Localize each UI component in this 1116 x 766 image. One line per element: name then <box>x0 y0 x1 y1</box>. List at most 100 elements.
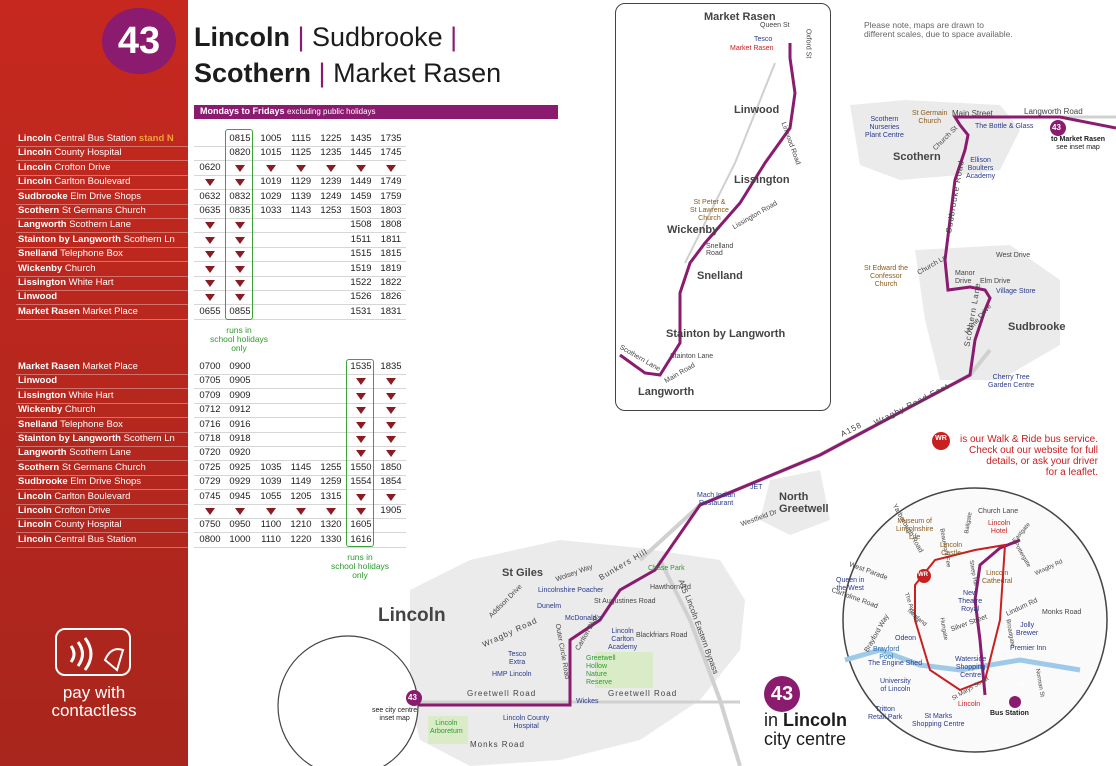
poi-greetwell-hollow: Greetwell Hollow Nature Reserve <box>586 655 616 687</box>
stop-town: Lincoln <box>18 133 52 144</box>
departure-time: 0855 <box>229 305 251 317</box>
road-west-drive: West Drive <box>996 252 1031 259</box>
scothern-route-dot-label: 43 <box>1052 123 1061 132</box>
stop-divider <box>16 503 188 505</box>
stop-name: Scothern Lane <box>69 447 131 459</box>
stop-divider <box>16 546 188 548</box>
departure-time: 1019 <box>260 176 282 188</box>
castle-l2: Castle <box>941 550 962 557</box>
poi-university: University of Lincoln <box>880 678 911 694</box>
inset-route <box>619 43 797 377</box>
timetable-row-divider <box>194 402 406 404</box>
departure-time: 0729 <box>199 476 221 488</box>
stop-name: Church <box>64 404 96 416</box>
inbound-stop-8: Sudbrooke Elm Drive Shops <box>18 476 141 487</box>
inset-town-snelland: Snelland <box>697 270 743 282</box>
departure-time: 0900 <box>229 361 251 372</box>
stop-divider <box>16 532 188 534</box>
departure-time: 1905 <box>380 505 402 516</box>
departure-time: 0912 <box>229 404 251 416</box>
stop-town: Market Rasen <box>18 361 80 372</box>
outbound-stop-3: Lincoln Carlton Boulevard <box>18 176 130 187</box>
st-peter-l1: St Peter & <box>693 199 726 206</box>
passes-stop-arrow-icon <box>386 164 396 172</box>
stop-divider <box>16 417 188 419</box>
stop-divider <box>16 446 188 447</box>
stop-divider <box>16 246 188 248</box>
departure-time: 0632 <box>199 190 221 202</box>
uni-l1: University <box>880 678 911 685</box>
passes-stop-arrow-icon <box>235 280 245 287</box>
poi-st-germain-church: St Germain Church <box>912 110 947 126</box>
stop-divider <box>16 431 188 433</box>
departure-time: 0945 <box>229 490 251 502</box>
departure-time: 1854 <box>380 476 402 488</box>
passes-stop-arrow-icon <box>386 421 396 429</box>
departure-time: 0920 <box>229 447 251 459</box>
departure-time: 0925 <box>229 461 251 473</box>
departure-time: 1531 <box>350 305 372 317</box>
poi-scothern-nurseries: Scothern Nurseries Plant Centre <box>865 116 904 140</box>
stop-town: Scothern <box>18 205 60 216</box>
wr-map-dot-label: WR <box>918 572 928 578</box>
departure-time: 0950 <box>229 519 251 531</box>
urban-area-north-lincoln <box>410 540 745 766</box>
poi-premier-inn: Premier Inn <box>1010 645 1047 652</box>
poi-ellison-boulters: Ellison Boulters Academy <box>966 157 995 181</box>
route-number-badge: 43 <box>102 8 176 74</box>
passes-stop-arrow-icon <box>296 508 306 515</box>
departure-time: 1255 <box>320 461 342 473</box>
passes-stop-arrow-icon <box>235 294 245 302</box>
stop-divider <box>16 304 188 306</box>
poi-lincoln-arboretum: Lincoln Arboretum <box>430 720 463 736</box>
timetable-row-divider <box>194 503 406 505</box>
poi-market-rasen-station: Market Rasen <box>730 45 774 52</box>
passes-stop-arrow-icon <box>386 392 396 400</box>
ellison-l3: Academy <box>966 173 996 180</box>
ntr-l2: Theatre <box>958 598 983 605</box>
stop-divider <box>16 489 188 491</box>
cc-lincoln: Lincoln <box>783 710 848 730</box>
city-route-dot-label: 43 <box>408 693 417 702</box>
timetable-row-divider <box>194 232 406 234</box>
nurseries-l2: Nurseries <box>869 124 900 131</box>
st-edward-l3: Church <box>874 281 898 288</box>
departure-time: 1033 <box>260 205 282 216</box>
departure-time: 1831 <box>380 305 402 317</box>
arb-l1: Lincoln <box>435 720 458 727</box>
city-centre-caption: in Lincoln city centre <box>764 711 847 749</box>
stop-town: Lincoln <box>18 519 52 531</box>
departure-time: 1519 <box>350 262 372 274</box>
poi-tesco-extra: Tesco Extra <box>508 651 526 667</box>
side-panel <box>0 0 188 766</box>
departure-time: 0725 <box>199 461 221 473</box>
stop-town: Scothern <box>18 461 60 473</box>
departure-time: 0712 <box>199 404 221 416</box>
academy-l1: Lincoln <box>611 628 634 635</box>
poi-hmp-lincoln: HMP Lincoln <box>492 671 532 678</box>
stop-name: Elm Drive Shops <box>70 190 142 202</box>
departure-time: 1835 <box>380 361 402 372</box>
passes-stop-arrow-icon <box>386 378 396 386</box>
timetable-row-divider <box>194 446 406 447</box>
departure-time: 0832 <box>229 190 251 202</box>
inbound-stop-11: Lincoln County Hospital <box>18 519 121 530</box>
departure-time: 1522 <box>350 277 372 288</box>
stop-name: St Germans Church <box>61 461 146 473</box>
passes-stop-arrow-icon <box>386 436 396 443</box>
st-edward-l1: St Edward the <box>864 265 908 272</box>
departure-time: 1225 <box>320 133 342 144</box>
timetable-row-divider <box>194 275 406 277</box>
stop-divider <box>16 518 188 519</box>
road-elm-drive: Elm Drive <box>980 278 1011 285</box>
ellison-l1: Ellison <box>970 157 991 164</box>
stop-town: Lincoln <box>18 533 52 545</box>
timetable-row-divider <box>194 489 406 491</box>
departure-time: 0700 <box>199 361 221 372</box>
departure-time: 1445 <box>350 147 372 159</box>
school-holiday-note-2: runs in school holidays only <box>324 553 396 580</box>
outbound-stop-4: Sudbrooke Elm Drive Shops <box>18 191 141 202</box>
stop-town: Langworth <box>18 219 67 231</box>
passes-stop-arrow-icon <box>235 236 245 244</box>
passes-stop-arrow-icon <box>386 450 396 458</box>
